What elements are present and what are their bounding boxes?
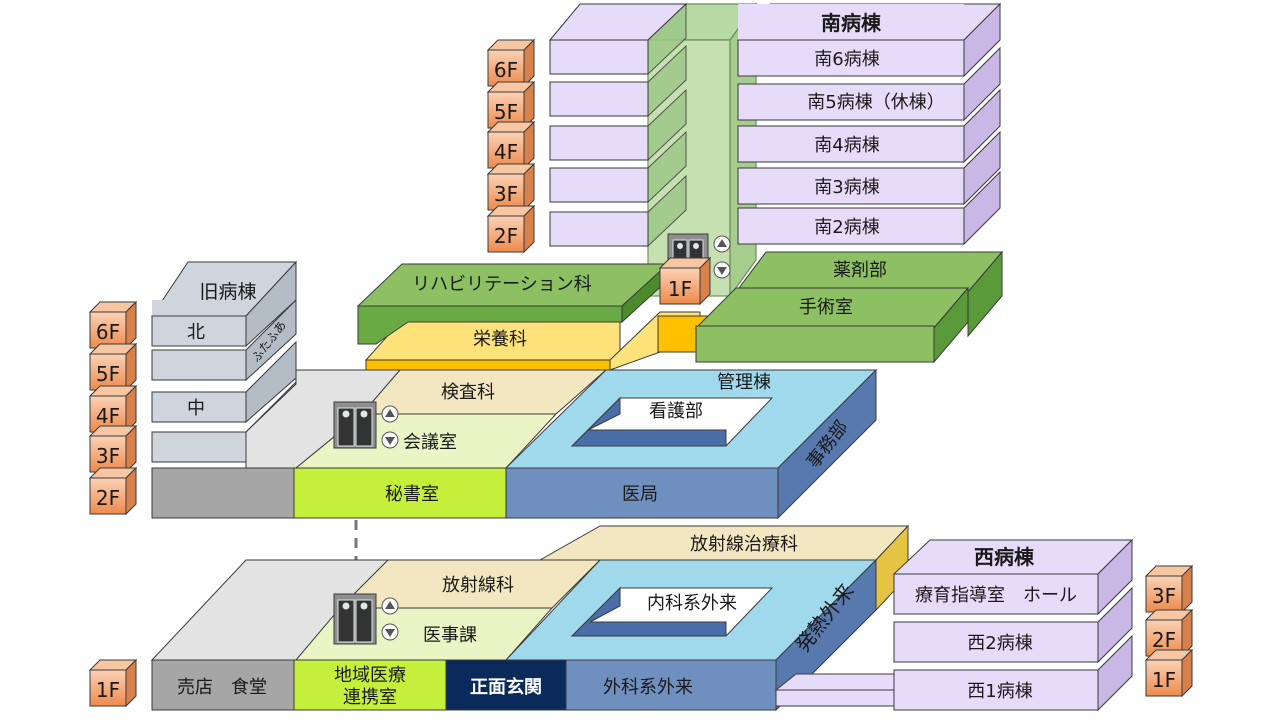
svg-text:3F: 3F: [494, 182, 518, 206]
surgical-outpatient-label: 外科系外来: [603, 677, 693, 698]
floor-tag[interactable]: 4F: [88, 384, 138, 434]
rehab-label: リハビリテーション科: [412, 274, 592, 295]
old-floor-middle: 中: [187, 398, 205, 419]
west-floor-1: 西1病棟: [967, 681, 1032, 702]
nutrition-area: [364, 311, 709, 371]
center-elevator-lower-buttons[interactable]: [381, 597, 399, 641]
svg-text:1F: 1F: [96, 678, 120, 702]
south-elevator-floor: 1F: [668, 277, 692, 301]
nursing-label: 看護部: [649, 401, 703, 422]
floor-tag[interactable]: 2F: [1144, 608, 1194, 658]
west-floor-tags: 3F 2F 1F: [1144, 564, 1194, 698]
old-floor-north: 北: [187, 322, 205, 343]
floor-tag[interactable]: 3F: [1144, 564, 1194, 614]
floor-tag[interactable]: 1F: [88, 658, 138, 708]
regional-liaison-label-2: 連携室: [343, 687, 397, 708]
south-building: 南病棟 南6病棟 南5病棟（休棟） 南4病棟 南3病棟 南2病棟: [548, 2, 1002, 298]
floor-tag[interactable]: 5F: [486, 80, 536, 130]
south-left-block: [548, 2, 688, 248]
south-floor-3: 南3病棟: [814, 177, 879, 198]
old-building-title: 旧病棟: [199, 281, 256, 303]
south-right-block: [736, 2, 1002, 246]
south-floor-tags: 6F 5F 4F 3F 2F: [486, 38, 536, 254]
west-title: 西病棟: [974, 545, 1035, 569]
rehab-area: [356, 262, 670, 345]
lab-label: 検査科: [441, 382, 495, 403]
south-floor-5: 南5病棟（休棟）: [807, 92, 944, 113]
center-elevator-lower[interactable]: [333, 593, 377, 645]
main-entrance[interactable]: [445, 659, 567, 711]
radiology-label: 放射線科: [442, 575, 514, 596]
south-elevator-buttons[interactable]: [713, 235, 731, 279]
secretary-label: 秘書室: [385, 484, 439, 505]
svg-text:3F: 3F: [96, 444, 120, 468]
svg-text:5F: 5F: [96, 362, 120, 386]
meeting-room-label: 会議室: [403, 432, 457, 453]
floor2-slab: [151, 368, 878, 520]
svg-text:5F: 5F: [494, 100, 518, 124]
south-title: 南病棟: [821, 11, 882, 35]
floor-tag[interactable]: 6F: [88, 300, 138, 350]
south-floor-6: 南6病棟: [814, 49, 879, 70]
west-building: [892, 538, 1134, 712]
internal-outpatient-label: 内科系外来: [647, 593, 737, 614]
center-elevator-upper[interactable]: [333, 401, 377, 449]
svg-text:2F: 2F: [1152, 628, 1176, 652]
records-label: 医事課: [423, 625, 477, 646]
floor-tag[interactable]: 4F: [486, 120, 536, 170]
south-title-slab: [738, 4, 964, 40]
pharmacy-label: 薬剤部: [833, 260, 887, 281]
svg-text:3F: 3F: [1152, 584, 1176, 608]
svg-text:2F: 2F: [494, 224, 518, 248]
regional-liaison-label-1: 地域医療: [334, 665, 406, 686]
upper-wings: リハビリテーション科 薬剤部 手術室 栄養科: [356, 250, 1004, 371]
center-elevator-upper-buttons[interactable]: [381, 405, 399, 449]
svg-text:1F: 1F: [1152, 668, 1176, 692]
south-floor-2: 南2病棟: [814, 217, 879, 238]
floor-tag[interactable]: 5F: [88, 342, 138, 392]
floor-tag[interactable]: 6F: [486, 38, 536, 88]
floor-tag[interactable]: 3F: [88, 424, 138, 474]
floor-tag[interactable]: 2F: [88, 466, 138, 516]
old-floor-tags: 6F 5F 4F 3F 2F: [88, 300, 138, 516]
svg-text:6F: 6F: [96, 320, 120, 344]
radiotherapy-label: 放射線治療科: [690, 534, 798, 555]
south-floor-4: 南4病棟: [814, 135, 879, 156]
surgery-label: 手術室: [799, 297, 853, 318]
svg-text:6F: 6F: [494, 58, 518, 82]
shop-cafeteria-label: 売店 食堂: [177, 677, 267, 698]
floor-tag[interactable]: 2F: [486, 204, 536, 254]
west-floor-3: 療育指導室 ホール: [915, 585, 1077, 606]
floor-tag[interactable]: 1F: [1144, 648, 1194, 698]
south-elevator[interactable]: 1F: [658, 233, 712, 306]
west-floor-2: 西2病棟: [967, 633, 1032, 654]
floor-tag[interactable]: 3F: [486, 162, 536, 212]
main-entrance-label: 正面玄関: [470, 676, 542, 698]
admin-building-title: 管理棟: [717, 372, 771, 393]
nutrition-label: 栄養科: [473, 329, 527, 350]
svg-text:4F: 4F: [494, 140, 518, 164]
pharmacy-surgery-area: [694, 250, 1004, 364]
floor1-slab: [150, 524, 910, 712]
medical-office-label: 医局: [622, 484, 658, 505]
svg-text:4F: 4F: [96, 404, 120, 428]
svg-text:2F: 2F: [96, 486, 120, 510]
